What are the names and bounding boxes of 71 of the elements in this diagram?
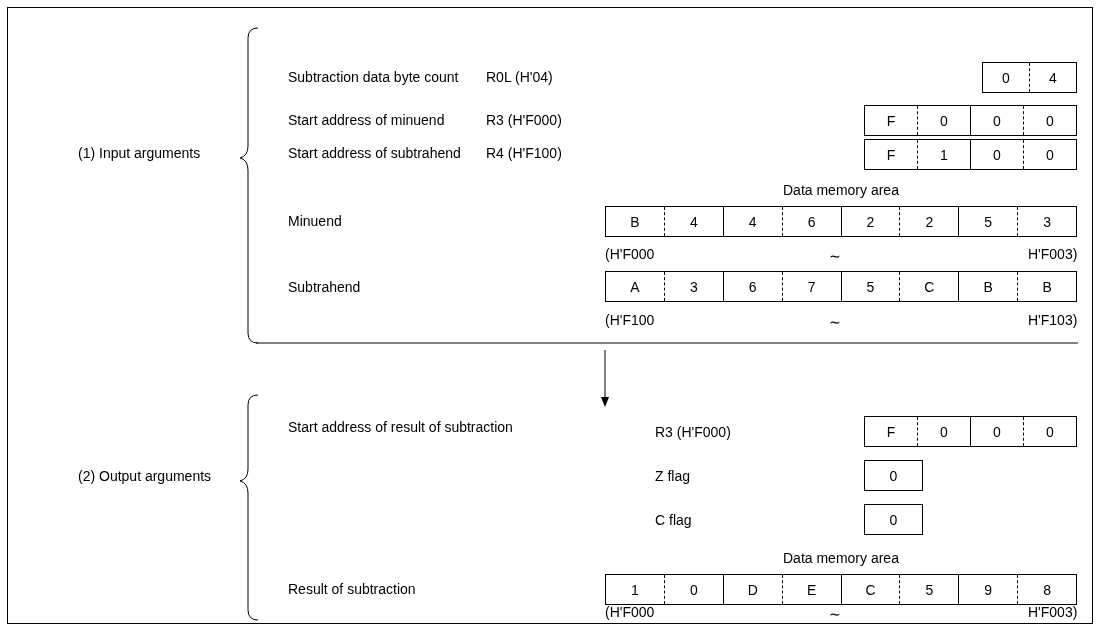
hex-digit: 0 bbox=[917, 417, 970, 446]
text-label: Z flag bbox=[655, 468, 690, 484]
text-label: Start address of subtrahend bbox=[288, 145, 461, 161]
hex-digit: 6 bbox=[781, 207, 841, 236]
section-heading: (1) Input arguments bbox=[78, 145, 201, 161]
hex-digit: F bbox=[885, 111, 897, 131]
register-box bbox=[605, 574, 1077, 605]
range-sign: ∼ bbox=[829, 606, 841, 622]
text-label: Minuend bbox=[288, 213, 342, 229]
hex-digit: D bbox=[722, 575, 782, 604]
register-box bbox=[864, 460, 923, 491]
text-label: Data memory area bbox=[783, 182, 899, 198]
hex-digit: 0 bbox=[1023, 106, 1076, 135]
hex-digit: 0 bbox=[970, 140, 1023, 169]
hex-digit: 2 bbox=[840, 207, 900, 236]
hex-digit: 0 bbox=[917, 106, 970, 135]
register-box bbox=[605, 271, 1077, 302]
register-box bbox=[864, 105, 1077, 136]
text-label: H'F003) bbox=[1028, 246, 1078, 262]
hex-digit: 0 bbox=[888, 510, 899, 530]
hex-digit: C bbox=[899, 272, 959, 301]
hex-digit: 0 bbox=[970, 106, 1023, 135]
section-heading: (2) Output arguments bbox=[78, 468, 212, 484]
hex-digit: B bbox=[629, 212, 641, 232]
hex-digit: F bbox=[885, 145, 897, 165]
hex-digit: 7 bbox=[781, 272, 841, 301]
text-label: R0L (H'04) bbox=[486, 69, 553, 85]
text-label: R4 (H'F100) bbox=[486, 145, 562, 161]
hex-digit: 0 bbox=[888, 466, 899, 486]
hex-digit: 6 bbox=[722, 272, 782, 301]
text-label: Subtrahend bbox=[288, 279, 361, 295]
text-label: C flag bbox=[655, 512, 692, 528]
hex-digit: 1 bbox=[917, 140, 970, 169]
hex-digit: 5 bbox=[958, 207, 1018, 236]
text-label: R3 (H'F000) bbox=[655, 424, 731, 440]
range-sign: ∼ bbox=[829, 314, 841, 330]
hex-digit: 3 bbox=[1017, 207, 1076, 236]
register-box bbox=[982, 62, 1077, 93]
register-box bbox=[864, 504, 923, 535]
hex-digit: 0 bbox=[663, 575, 723, 604]
hex-digit: 9 bbox=[958, 575, 1018, 604]
hex-digit: E bbox=[781, 575, 841, 604]
hex-digit: 4 bbox=[722, 207, 782, 236]
text-label: Start address of result of subtraction bbox=[288, 419, 513, 435]
hex-digit: 0 bbox=[1023, 417, 1076, 446]
text-label: R3 (H'F000) bbox=[486, 112, 562, 128]
hex-digit: 1 bbox=[630, 580, 640, 600]
hex-digit: 3 bbox=[663, 272, 723, 301]
hex-digit: 0 bbox=[970, 417, 1023, 446]
text-label: Start address of minuend bbox=[288, 112, 445, 128]
text-label: Data memory area bbox=[783, 550, 899, 566]
text-label: (H'F000 bbox=[605, 246, 655, 262]
text-label: Subtraction data byte count bbox=[288, 69, 459, 85]
hex-digit: A bbox=[629, 277, 641, 297]
register-box bbox=[605, 206, 1077, 237]
hex-digit: 5 bbox=[899, 575, 959, 604]
hex-digit: 5 bbox=[840, 272, 900, 301]
hex-digit: 4 bbox=[663, 207, 723, 236]
hex-digit: B bbox=[958, 272, 1018, 301]
hex-digit: 0 bbox=[1023, 140, 1076, 169]
hex-digit: F bbox=[885, 422, 897, 442]
hex-digit: B bbox=[1017, 272, 1076, 301]
hex-digit: 0 bbox=[1001, 68, 1011, 88]
hex-digit: C bbox=[840, 575, 900, 604]
hex-digit: 2 bbox=[899, 207, 959, 236]
hex-digit: 4 bbox=[1029, 63, 1076, 92]
text-label: Result of subtraction bbox=[288, 581, 416, 597]
hex-digit: 8 bbox=[1017, 575, 1076, 604]
range-sign: ∼ bbox=[829, 248, 841, 264]
register-box bbox=[864, 416, 1077, 447]
register-box bbox=[864, 139, 1077, 170]
